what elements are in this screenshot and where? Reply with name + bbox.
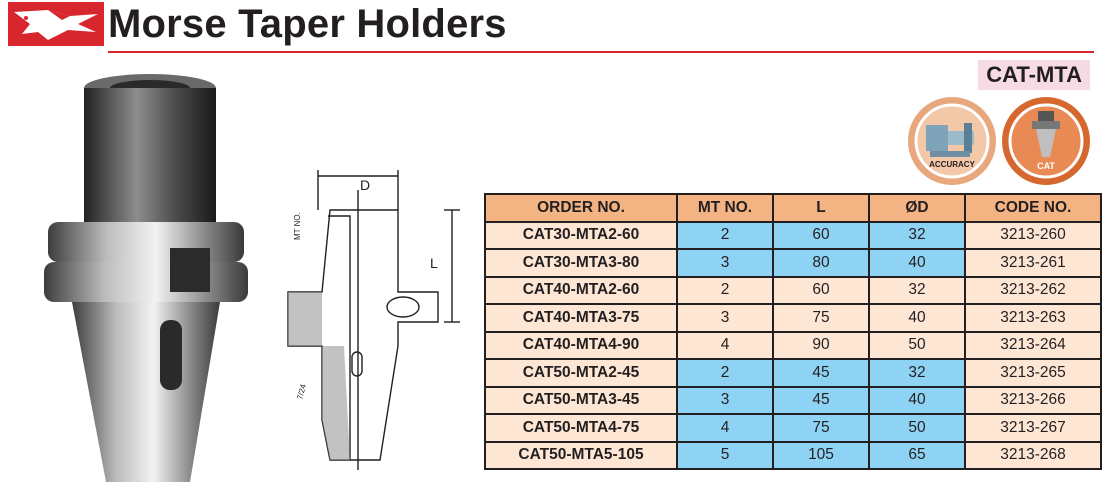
table-header-row: ORDER NO. MT NO. L ØD CODE NO.: [484, 193, 1102, 223]
cell-mt-no: 5: [676, 440, 774, 470]
cell-diameter: 50: [868, 413, 966, 443]
cat-taper-icon: CAT: [1002, 97, 1090, 185]
cell-code-no: 3213-262: [964, 275, 1102, 305]
cell-diameter: 50: [868, 330, 966, 360]
cell-mt-no: 3: [676, 385, 774, 415]
cell-diameter: 65: [868, 440, 966, 470]
cell-order-no: CAT40-MTA4-90: [484, 330, 678, 360]
cat-badge: CAT: [1000, 95, 1092, 187]
cell-mt-no: 4: [676, 413, 774, 443]
cell-l: 60: [772, 220, 870, 250]
table-row: CAT50-MTA3-45 3 45 40 3213-266: [484, 385, 1102, 415]
table-row: CAT40-MTA2-60 2 60 32 3213-262: [484, 275, 1102, 305]
header-code-no: CODE NO.: [964, 193, 1102, 223]
cell-code-no: 3213-268: [964, 440, 1102, 470]
taper-label: 7/24: [295, 383, 308, 401]
brand-logo: [8, 2, 104, 46]
morse-taper-holder-image: [44, 74, 248, 482]
header-l: L: [772, 193, 870, 223]
cell-order-no: CAT50-MTA5-105: [484, 440, 678, 470]
table-row: CAT50-MTA2-45 2 45 32 3213-265: [484, 358, 1102, 388]
cell-order-no: CAT50-MTA2-45: [484, 358, 678, 388]
cell-l: 75: [772, 413, 870, 443]
cell-diameter: 32: [868, 275, 966, 305]
badge-label-accuracy: ACCURACY: [929, 160, 975, 169]
table-row: CAT30-MTA3-80 3 80 40 3213-261: [484, 248, 1102, 278]
cell-l: 75: [772, 303, 870, 333]
cell-diameter: 32: [868, 358, 966, 388]
cell-mt-no: 3: [676, 248, 774, 278]
table-row: CAT40-MTA4-90 4 90 50 3213-264: [484, 330, 1102, 360]
technical-drawing: D L MT NO. 7/24: [278, 170, 478, 488]
page-title: Morse Taper Holders: [108, 2, 507, 46]
cell-code-no: 3213-261: [964, 248, 1102, 278]
header-order-no: ORDER NO.: [484, 193, 678, 223]
cell-code-no: 3213-263: [964, 303, 1102, 333]
table-row: CAT50-MTA5-105 5 105 65 3213-268: [484, 440, 1102, 470]
cell-mt-no: 2: [676, 275, 774, 305]
table-row: CAT30-MTA2-60 2 60 32 3213-260: [484, 220, 1102, 250]
cell-mt-no: 4: [676, 330, 774, 360]
cell-diameter: 32: [868, 220, 966, 250]
mt-no-label: MT NO.: [293, 212, 302, 240]
cell-diameter: 40: [868, 385, 966, 415]
series-code-badge: CAT-MTA: [978, 60, 1090, 90]
cell-mt-no: 2: [676, 358, 774, 388]
table-row: CAT50-MTA4-75 4 75 50 3213-267: [484, 413, 1102, 443]
title-underline: [108, 51, 1094, 53]
cell-l: 80: [772, 248, 870, 278]
cell-code-no: 3213-260: [964, 220, 1102, 250]
cell-code-no: 3213-264: [964, 330, 1102, 360]
spec-table: ORDER NO. MT NO. L ØD CODE NO. CAT30-MTA…: [484, 193, 1102, 470]
cell-code-no: 3213-267: [964, 413, 1102, 443]
dimension-l-label: L: [430, 255, 438, 271]
holder-section-diagram: D L MT NO. 7/24: [287, 170, 460, 470]
cell-order-no: CAT40-MTA3-75: [484, 303, 678, 333]
cell-diameter: 40: [868, 248, 966, 278]
cell-mt-no: 3: [676, 303, 774, 333]
cell-l: 105: [772, 440, 870, 470]
product-photo: [40, 70, 250, 488]
header-mt-no: MT NO.: [676, 193, 774, 223]
cell-order-no: CAT40-MTA2-60: [484, 275, 678, 305]
cell-order-no: CAT30-MTA3-80: [484, 248, 678, 278]
cell-code-no: 3213-265: [964, 358, 1102, 388]
cell-l: 90: [772, 330, 870, 360]
accuracy-machining-icon: ACCURACY: [908, 97, 996, 185]
accuracy-badge: ACCURACY: [906, 95, 998, 187]
cell-l: 60: [772, 275, 870, 305]
dimension-d-label: D: [360, 177, 370, 193]
cell-diameter: 40: [868, 303, 966, 333]
cell-order-no: CAT50-MTA3-45: [484, 385, 678, 415]
table-row: CAT40-MTA3-75 3 75 40 3213-263: [484, 303, 1102, 333]
cell-order-no: CAT50-MTA4-75: [484, 413, 678, 443]
eagle-logo-icon: [8, 2, 104, 46]
cell-mt-no: 2: [676, 220, 774, 250]
badge-label-cat: CAT: [1037, 161, 1055, 171]
header-diameter: ØD: [868, 193, 966, 223]
cell-code-no: 3213-266: [964, 385, 1102, 415]
cell-order-no: CAT30-MTA2-60: [484, 220, 678, 250]
cell-l: 45: [772, 385, 870, 415]
cell-l: 45: [772, 358, 870, 388]
